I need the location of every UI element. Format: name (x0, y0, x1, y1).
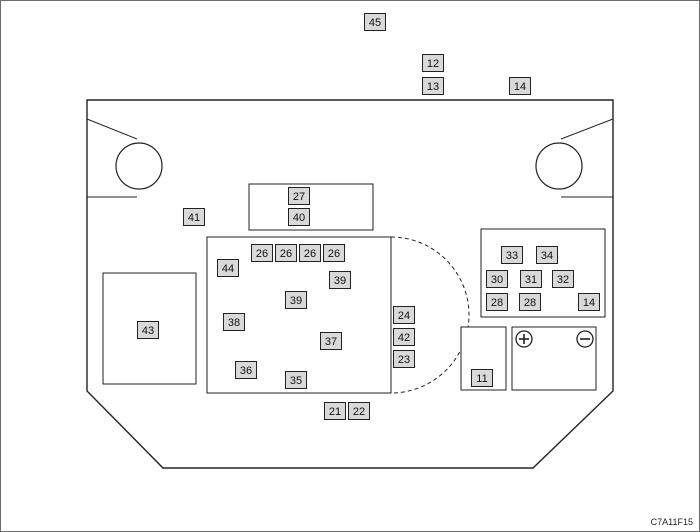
callout-23: 23 (393, 350, 415, 368)
callout-26-b: 26 (275, 244, 297, 262)
callout-37: 37 (320, 332, 342, 350)
callout-14-top: 14 (509, 77, 531, 95)
callout-13: 13 (422, 77, 444, 95)
callout-43: 43 (137, 321, 159, 339)
callout-26-a: 26 (251, 244, 273, 262)
plus-icon (515, 330, 533, 348)
callout-40: 40 (288, 208, 310, 226)
callout-31: 31 (520, 270, 542, 288)
callout-41: 41 (183, 208, 205, 226)
callout-44: 44 (217, 259, 239, 277)
callout-28-a: 28 (486, 293, 508, 311)
callout-28-b: 28 (519, 293, 541, 311)
minus-icon (576, 330, 594, 348)
callout-26-c: 26 (299, 244, 321, 262)
callout-30: 30 (486, 270, 508, 288)
callout-39-a: 39 (329, 271, 351, 289)
callout-45: 45 (364, 13, 386, 31)
callout-26-d: 26 (323, 244, 345, 262)
callout-39-b: 39 (285, 291, 307, 309)
callout-36: 36 (235, 361, 257, 379)
callout-27: 27 (288, 187, 310, 205)
callout-35: 35 (285, 371, 307, 389)
callout-42: 42 (393, 328, 415, 346)
callout-21: 21 (324, 402, 346, 420)
callout-11: 11 (471, 369, 493, 387)
callout-22: 22 (348, 402, 370, 420)
figure-code: C7A11F15 (650, 517, 693, 527)
callout-33: 33 (501, 246, 523, 264)
callout-34: 34 (536, 246, 558, 264)
callout-12: 12 (422, 54, 444, 72)
callout-24: 24 (393, 306, 415, 324)
callout-38: 38 (223, 313, 245, 331)
callout-14-right: 14 (578, 293, 600, 311)
callout-32: 32 (552, 270, 574, 288)
